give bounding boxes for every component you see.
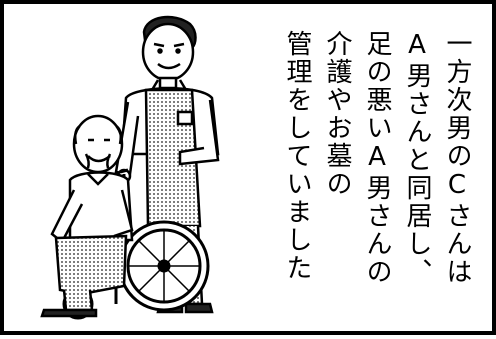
- narration-line-5: 管理をしていました: [282, 30, 312, 282]
- narration-line-3: 足の悪いA男さんの: [362, 30, 392, 286]
- narration-line-1: 一方次男のCさんは: [442, 30, 472, 286]
- narration-line-4: 介護やお墓の: [322, 30, 352, 198]
- narration-line-2: A男さんと同居し、: [402, 30, 432, 286]
- caregiver-wheelchair-illustration: [40, 15, 220, 320]
- narration-text: 一方次男のCさんは A男さんと同居し、 足の悪いA男さんの 介護やお墓の 管理を…: [280, 30, 474, 320]
- elderly-man-figure: [40, 114, 134, 318]
